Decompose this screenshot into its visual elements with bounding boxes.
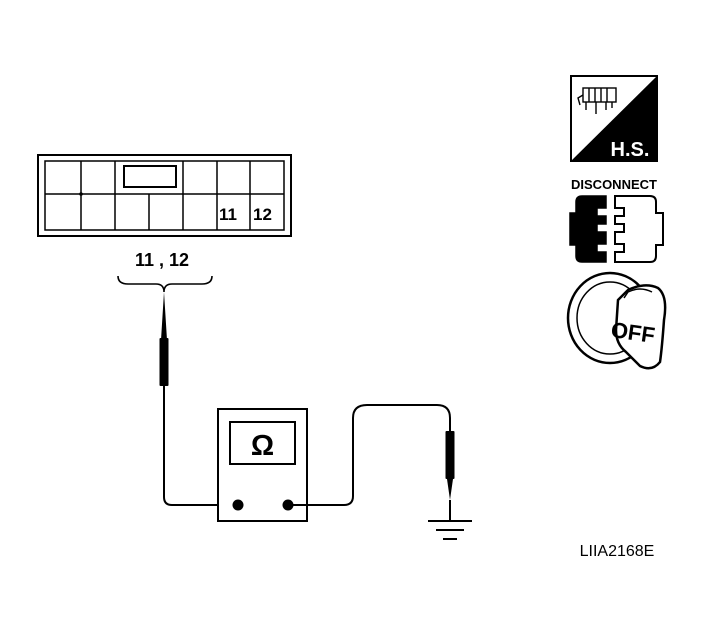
- meter-display: [229, 421, 296, 465]
- hs-label: H.S.: [611, 139, 650, 161]
- pin-label-12: 12: [253, 205, 272, 224]
- ground-icon: [428, 500, 472, 540]
- meter-terminal-left: [232, 499, 244, 511]
- connector: [37, 154, 292, 237]
- harness-side-icon: H.S.: [570, 75, 658, 162]
- left-probe: [159, 292, 238, 506]
- disconnect-label: DISCONNECT: [571, 177, 657, 192]
- ohmmeter: Ω: [217, 408, 308, 522]
- connector-latch: [123, 165, 177, 188]
- connector-face: [44, 160, 285, 231]
- off-label: OFF: [609, 317, 656, 348]
- figure-code: LIIA2168E: [580, 543, 655, 560]
- ignition-off-icon: OFF: [566, 271, 667, 370]
- right-probe: [288, 404, 455, 506]
- pin-label-11: 11: [219, 205, 237, 224]
- disconnect-icon: [569, 195, 664, 263]
- pins-brace: [117, 275, 213, 293]
- connector-sketch-icon: [577, 87, 617, 114]
- ohm-symbol: Ω: [251, 430, 274, 462]
- test-pins-label: 11 , 12: [135, 250, 189, 270]
- connector-housing: [37, 154, 292, 237]
